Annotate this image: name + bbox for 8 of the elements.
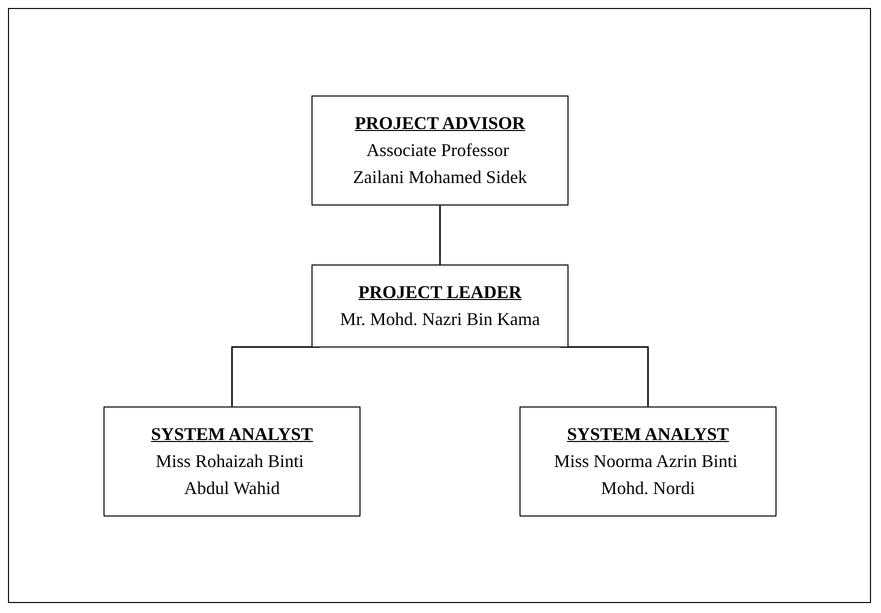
node-box <box>103 406 360 516</box>
node-box <box>311 264 568 347</box>
connector <box>230 346 320 406</box>
page-border: PROJECT ADVISOR Associate Professor Zailani Mohamed Sidek PROJECT LEADER Mr. Mohd. Nazri Bin Kama SYSTEM ANALYST Miss Rohaizah Binti Abdul Wahid SYSTEM ANALYST Miss Noorma Azrin Binti Mohd. Nordi <box>8 8 871 603</box>
node-box <box>519 406 776 516</box>
node-box <box>311 95 568 205</box>
connector <box>438 204 440 264</box>
connector <box>560 346 648 406</box>
